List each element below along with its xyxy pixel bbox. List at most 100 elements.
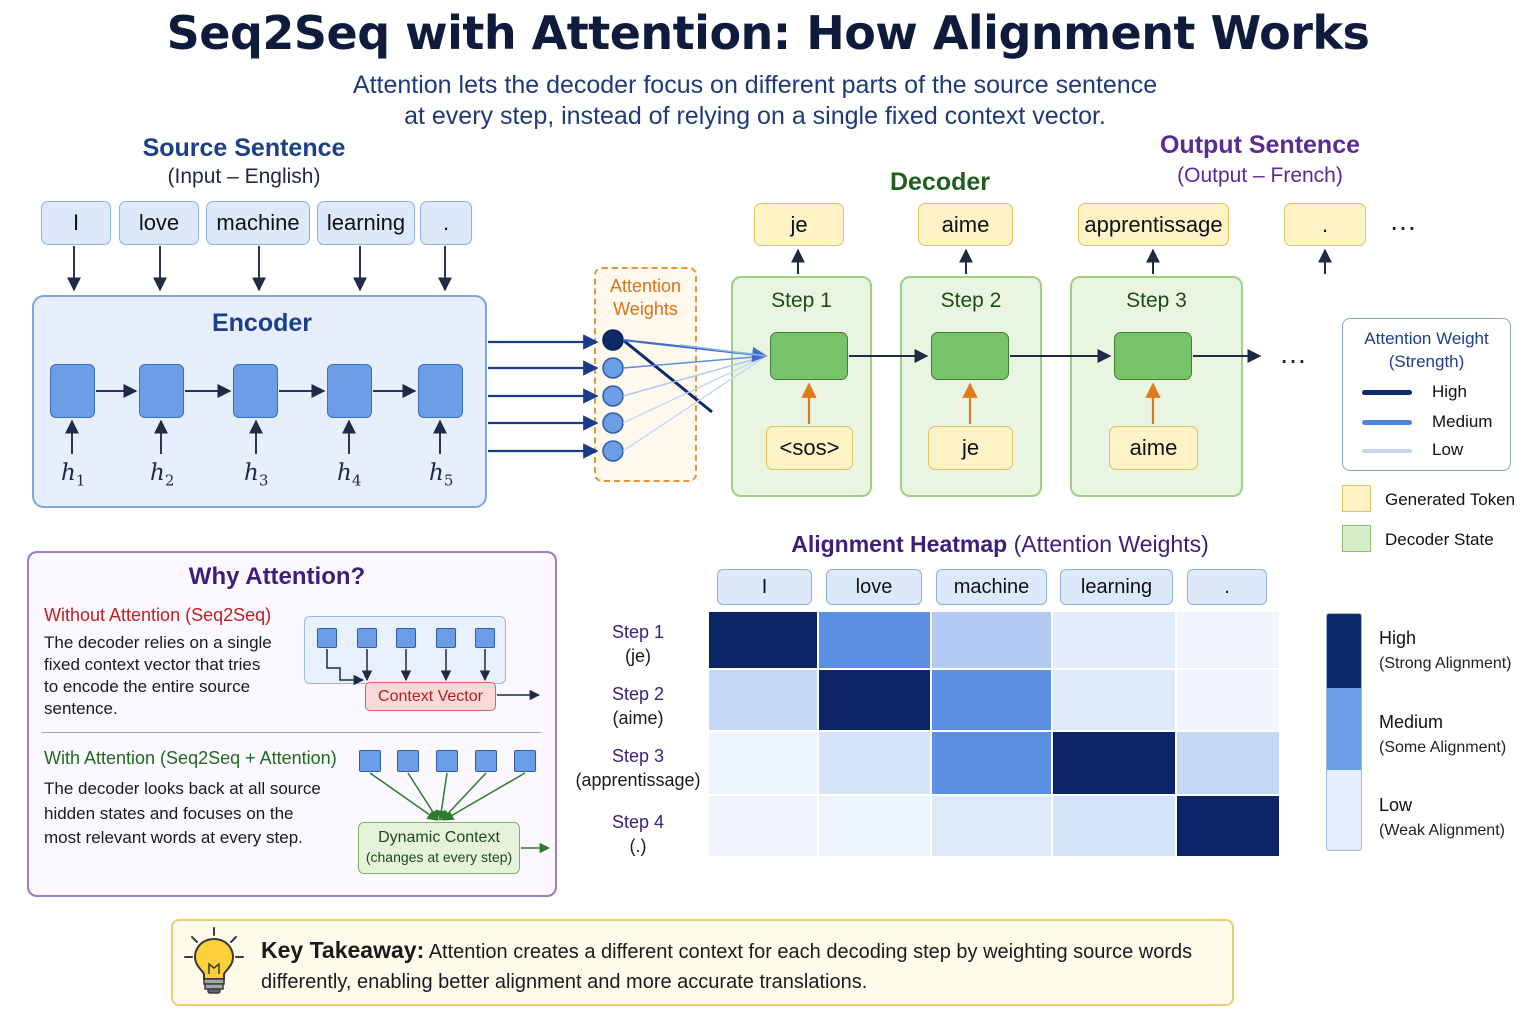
legend-label-low: Low: [1432, 440, 1464, 459]
encoder-to-attention-arrows: [488, 334, 599, 459]
source-subtitle: (Input – English): [167, 165, 321, 188]
legend-swatch-low: [1362, 449, 1412, 453]
heatmap-col-1: I: [717, 569, 812, 605]
subtitle-line-2: at every step, instead of relying on a s…: [404, 102, 1106, 130]
output-token-4: .: [1284, 203, 1366, 246]
decoder-state-1: [770, 332, 848, 380]
mini-encoder-cell: [436, 628, 456, 648]
heatmap-cell: [1053, 670, 1175, 730]
hidden-state-up-arrows: [65, 419, 447, 454]
heatmap-col-4: learning: [1060, 569, 1173, 605]
without-attention-heading: Without Attention (Seq2Seq): [44, 605, 272, 625]
step-2-title: Step 2: [940, 289, 1002, 312]
scale-label-medium: Medium: [1379, 712, 1444, 732]
heatmap-cell: [1053, 796, 1175, 856]
scale-sub-high: (Strong Alignment): [1379, 655, 1512, 672]
legend-label-high: High: [1432, 382, 1467, 401]
encoder-cell-3: [233, 364, 278, 418]
subtitle-line-1: Attention lets the decoder focus on diff…: [352, 71, 1158, 99]
decoder-input-3: aime: [1109, 426, 1198, 470]
heatmap-cell: [1053, 612, 1175, 668]
attention-nodes: [602, 329, 624, 462]
hidden-state-label-2: h2: [150, 460, 175, 490]
legend-label-medium: Medium: [1432, 412, 1493, 431]
legend-swatch-generated-token: [1342, 485, 1371, 512]
source-title: Source Sentence: [142, 134, 346, 162]
decoder-state-3: [1114, 332, 1192, 380]
scale-label-high: High: [1379, 628, 1417, 648]
why-divider: [42, 732, 541, 733]
decoder-title: Decoder: [889, 168, 991, 196]
with-attention-heading: With Attention (Seq2Seq + Attention): [44, 748, 337, 768]
heatmap-cell: [932, 732, 1051, 794]
heatmap-cell: [932, 612, 1051, 668]
mini-encoder-cell: [514, 750, 536, 772]
heatmap-cell: [709, 670, 817, 730]
heatmap-row-label-1: Step 1(je): [611, 622, 665, 666]
heatmap-col-5: .: [1187, 569, 1267, 605]
mini-encoder-cell: [357, 628, 377, 648]
legend-label-decoder-state: Decoder State: [1385, 530, 1494, 549]
output-token-1: je: [754, 203, 844, 246]
hidden-state-label-3: h3: [244, 460, 269, 490]
heatmap-cell: [1177, 612, 1279, 668]
encoder-cell-1: [50, 364, 95, 418]
heatmap-row-label-2: Step 2(aime): [611, 684, 665, 728]
dynamic-context-box: Dynamic Context (changes at every step): [358, 822, 520, 874]
heatmap-cell: [819, 796, 930, 856]
legend-swatch-medium: [1362, 420, 1412, 425]
hidden-state-label-5: h5: [429, 460, 454, 490]
output-token-3: apprentissage: [1078, 203, 1229, 246]
source-token-4: learning: [317, 201, 415, 245]
heatmap-cell: [1177, 796, 1279, 856]
legend-swatch-decoder-state: [1342, 525, 1371, 552]
encoder-cell-2: [139, 364, 184, 418]
legend-swatch-high: [1362, 390, 1412, 395]
alignment-heatmap: [709, 612, 1279, 856]
output-ellipsis: …: [1389, 205, 1417, 236]
mini-encoder-cell: [436, 750, 458, 772]
heatmap-col-2: love: [826, 569, 922, 605]
mini-encoder-cell: [475, 628, 495, 648]
without-attention-text: The decoder relies on a single fixed con…: [44, 633, 272, 718]
source-token-2: love: [119, 201, 199, 245]
encoder-cell-5: [418, 364, 463, 418]
main-title: Seq2Seq with Attention: How Alignment Wo…: [166, 6, 1370, 60]
key-takeaway-box: [171, 919, 1234, 1006]
legend-label-generated-token: Generated Token: [1385, 490, 1516, 509]
encoder-title: Encoder: [211, 309, 313, 337]
source-token-3: machine: [206, 201, 310, 245]
decoder-output-arrows: [791, 248, 1332, 274]
hidden-state-label-4: h4: [337, 460, 362, 490]
why-title: Why Attention?: [188, 563, 366, 590]
mini-encoder-cell: [396, 628, 416, 648]
heatmap-title: Alignment Heatmap (Attention Weights): [791, 531, 1209, 557]
output-token-2: aime: [918, 203, 1013, 246]
decoder-state-2: [931, 332, 1009, 380]
mini-encoder-cell: [317, 628, 337, 648]
decoder-input-2: je: [928, 426, 1013, 470]
context-vector-box: Context Vector: [365, 682, 496, 711]
token-to-encoder-arrows: [67, 246, 452, 292]
heatmap-cell: [709, 796, 817, 856]
heatmap-cell: [709, 612, 817, 668]
lightbulb-icon: [184, 927, 244, 994]
mini-encoder-cell: [359, 750, 381, 772]
heatmap-cell: [819, 670, 930, 730]
heatmap-cell: [1177, 670, 1279, 730]
step-1-title: Step 1: [771, 289, 832, 312]
scale-sub-medium: (Some Alignment): [1379, 739, 1507, 756]
heatmap-col-3: machine: [936, 569, 1047, 605]
key-takeaway-text: Key Takeaway: Attention creates a differ…: [261, 937, 1193, 993]
heatmap-cell: [819, 612, 930, 668]
decoder-input-arrows: [801, 382, 1161, 424]
attention-fan-lines: [622, 338, 768, 452]
output-subtitle: (Output – French): [1177, 164, 1343, 187]
output-title: Output Sentence: [1159, 131, 1360, 159]
decoder-input-1: <sos>: [766, 426, 853, 470]
mini-encoder-cell: [397, 750, 419, 772]
with-attention-text: The decoder looks back at all source hid…: [44, 779, 321, 847]
decoder-ellipsis: …: [1279, 338, 1307, 369]
